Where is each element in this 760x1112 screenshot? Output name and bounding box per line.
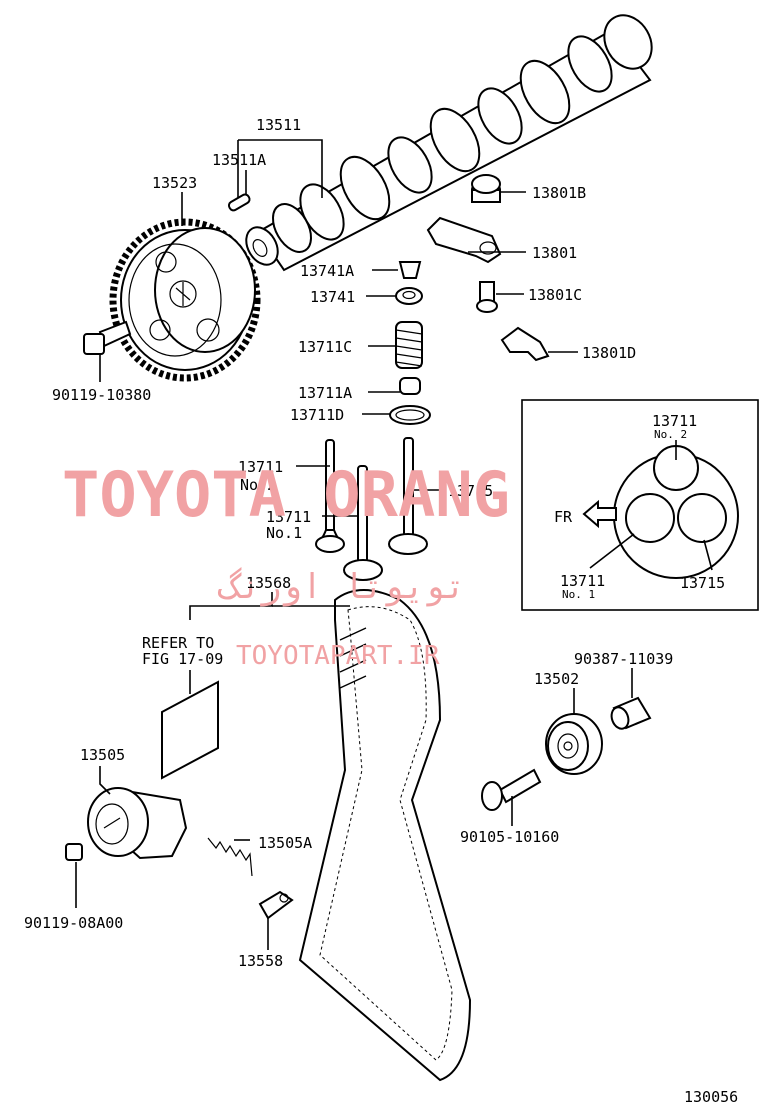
label-exhaust-valve: 13715: [448, 482, 493, 500]
label-camshaft: 13511: [256, 116, 301, 134]
bracket-drawing: [258, 890, 294, 920]
idler-collar-drawing: [610, 696, 652, 730]
label-rocker: 13801: [532, 244, 577, 262]
label-tensioner-spring: 13505A: [258, 834, 312, 852]
tensioner-spring-drawing: [207, 837, 253, 877]
inset-label-valve-no2: 13711: [652, 412, 697, 430]
watermark-site: TOYOTAPART.IR: [236, 641, 440, 671]
label-cam-gear: 13523: [152, 174, 197, 192]
label-valve-no1-sub: No.1: [266, 524, 302, 542]
cam-gear-drawing: [109, 218, 261, 382]
label-refer-line1: REFER TO: [142, 634, 214, 652]
label-refer-line2: FIG 17-09: [142, 650, 223, 668]
nut-drawing: [471, 174, 501, 203]
watermark-brand: TOYOTA ORANG: [62, 458, 510, 531]
valve-no1-drawing: [343, 465, 383, 581]
spring-seat-drawing: [399, 377, 421, 395]
timing-belt-drawing: [298, 589, 472, 1082]
tensioner-bolt-drawing: [65, 843, 83, 861]
label-retainer: 13741: [310, 288, 355, 306]
retainer-lock-drawing: [398, 261, 422, 279]
spring-drawing: [395, 321, 423, 369]
pin-drawing: [227, 193, 251, 212]
fr-arrow-icon: [582, 499, 617, 529]
label-tensioner-bolt: 90119-08A00: [24, 914, 123, 932]
idler-drawing: [545, 713, 603, 775]
clip-drawing: [500, 326, 550, 362]
label-nut: 13801B: [532, 184, 586, 202]
inset-label-valve-no1-sub: No. 1: [562, 588, 595, 601]
label-retainer-lock: 13741A: [300, 262, 354, 280]
label-valve-no2-sub: No.2: [240, 476, 276, 494]
inset-label-exhaust: 13715: [680, 574, 725, 592]
tensioner-drawing: [87, 787, 188, 860]
label-idler: 13502: [534, 670, 579, 688]
leader-lines: [75, 139, 713, 950]
idler-bolt-drawing: [481, 768, 542, 811]
adj-screw-drawing: [476, 281, 498, 313]
label-tensioner: 13505: [80, 746, 125, 764]
label-bracket: 13558: [238, 952, 283, 970]
inset-label-valve-no2-sub: No. 2: [654, 428, 687, 441]
refer-plate: [161, 680, 219, 780]
label-spring-seat: 13711A: [298, 384, 352, 402]
camshaft-drawing: [245, 14, 653, 272]
valve-no2-drawing: [315, 439, 345, 553]
label-belt: 13568: [246, 574, 291, 592]
label-seal: 13711D: [290, 406, 344, 424]
gear-bolt-drawing: [83, 320, 132, 355]
label-valve-no2: 13711: [238, 458, 283, 476]
seal-drawing: [389, 405, 431, 425]
valve-inset: [521, 399, 759, 611]
inset-label-valve-no1: 13711: [560, 572, 605, 590]
label-gear-bolt: 90119-10380: [52, 386, 151, 404]
label-clip: 13801D: [582, 344, 636, 362]
label-pin: 13511A: [212, 151, 266, 169]
exhaust-valve-drawing: [388, 437, 428, 555]
label-adj-screw: 13801C: [528, 286, 582, 304]
label-spring: 13711C: [298, 338, 352, 356]
retainer-drawing: [395, 287, 423, 305]
rocker-drawing: [426, 216, 502, 264]
watermark-persian: تویوتا اورنگ: [217, 566, 466, 607]
label-idler-collar: 90387-11039: [574, 650, 673, 668]
label-valve-no1: 13711: [266, 508, 311, 526]
inset-label-fr: FR: [554, 508, 573, 526]
label-idler-bolt: 90105-10160: [460, 828, 559, 846]
diagram-id: 130056: [684, 1088, 738, 1106]
